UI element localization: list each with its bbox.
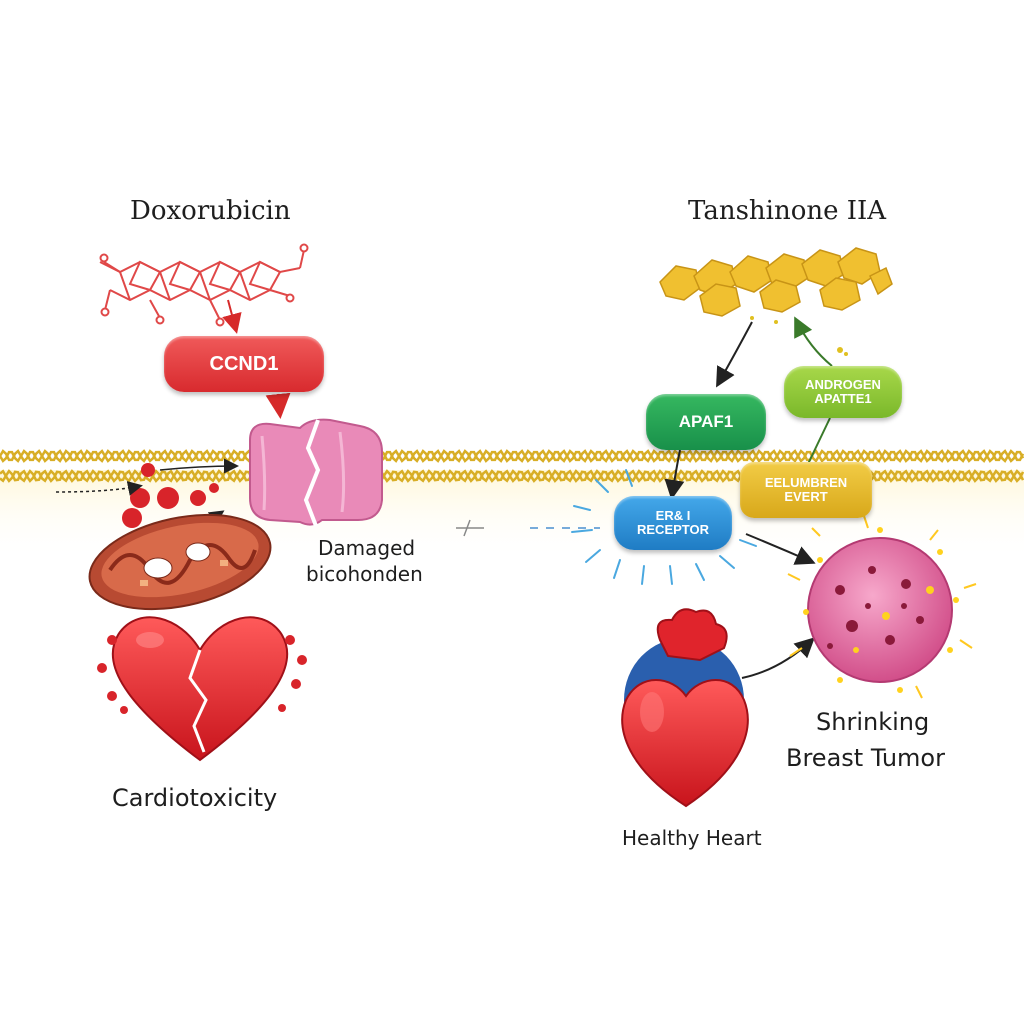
androgen-label-2: APATTE1 [814, 391, 872, 406]
yellow-node: EELUMBREN EVERT [740, 462, 872, 518]
androgen-node: ANDROGEN APATTE1 [784, 366, 902, 418]
yellow-label-1: EELUMBREN [764, 474, 848, 490]
ccnd1-node: CCND1 [164, 336, 324, 392]
receptor-node: ER& I RECEPTOR [614, 496, 732, 550]
apaf1-label: APAF1 [678, 411, 734, 431]
androgen-label-1: ANDROGEN [805, 376, 881, 392]
shrinking-label: Shrinking [816, 708, 930, 736]
yellow-label-2: EVERT [784, 489, 828, 504]
tanshinone-molecule [659, 247, 893, 317]
damaged-mitochondrion [88, 513, 272, 611]
pathway-arrows [664, 316, 833, 679]
damaged-label: Damaged [318, 536, 416, 560]
center-connector [456, 519, 600, 537]
healthy-heart [621, 608, 749, 808]
bicohonden-label: bicohonden [306, 562, 423, 586]
ccnd1-to-protein-arrow [265, 392, 291, 419]
doxorubicin-molecule [99, 243, 309, 334]
tanshinone-title: Tanshinone IIA [688, 196, 887, 226]
breast-tumor [787, 515, 977, 699]
damaged-protein [249, 418, 383, 527]
tanshinone-sparkles [750, 316, 848, 356]
broken-heart [97, 616, 307, 762]
ros-particles [122, 463, 219, 536]
receptor-glow [571, 469, 757, 585]
healthy-heart-label: Healthy Heart [622, 826, 762, 850]
ccnd1-label: CCND1 [209, 353, 279, 375]
doxorubicin-title: Doxorubicin [130, 196, 291, 226]
receptor-label-2: RECEPTOR [637, 522, 709, 537]
breast-tumor-label: Breast Tumor [786, 744, 945, 772]
receptor-label-1: ER& I [655, 507, 691, 523]
cardiotoxicity-label: Cardiotoxicity [112, 784, 278, 812]
apaf1-node: APAF1 [646, 394, 766, 450]
